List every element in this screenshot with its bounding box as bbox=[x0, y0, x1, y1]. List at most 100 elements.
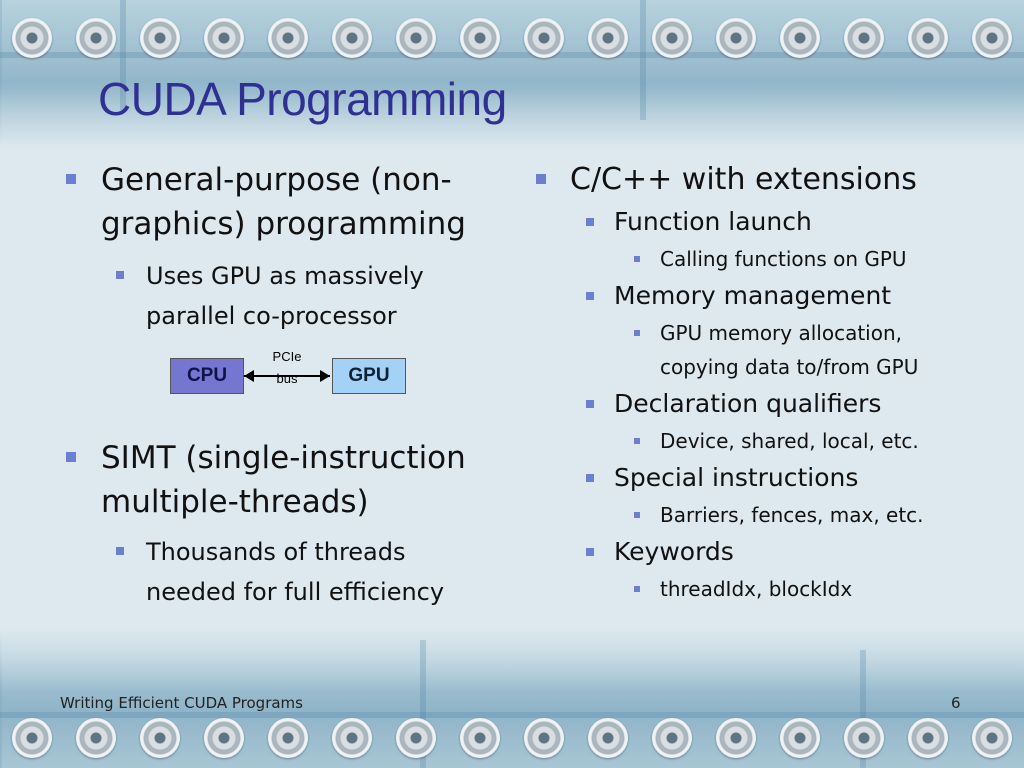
solder-pad-icon bbox=[12, 18, 52, 58]
sub-sub-bullet-line: GPU memory allocation, bbox=[660, 321, 903, 345]
solder-pad-icon bbox=[652, 718, 692, 758]
solder-pad-icon bbox=[76, 18, 116, 58]
solder-pad-icon bbox=[524, 718, 564, 758]
solder-pad-icon bbox=[780, 18, 820, 58]
bullet-line: C/C++ with extensions bbox=[570, 162, 917, 197]
arrow-right-icon bbox=[320, 370, 330, 382]
solder-pad-icon bbox=[76, 718, 116, 758]
sub-bullet-uses-gpu: Uses GPU as massively parallel co-proces… bbox=[62, 256, 512, 336]
sub-bullet-thousands-threads: Thousands of threads needed for full eff… bbox=[62, 532, 512, 612]
square-bullet-icon bbox=[66, 452, 76, 462]
sub-sub-bullet-line: Calling functions on GPU bbox=[660, 247, 907, 271]
sub-sub-bullet-line: copying data to/from GPU bbox=[660, 355, 919, 379]
cpu-gpu-diagram: CPU PCIe bus GPU bbox=[170, 350, 410, 394]
bullet-line: SIMT (single-instruction bbox=[101, 440, 466, 476]
solder-pad-icon bbox=[140, 18, 180, 58]
solder-pad-icon bbox=[908, 18, 948, 58]
solder-pad-icon bbox=[460, 18, 500, 58]
sub-bullet-memory-management: Memory management bbox=[532, 276, 1012, 316]
square-bullet-icon bbox=[634, 512, 640, 518]
sub-sub-bullet: Calling functions on GPU bbox=[532, 242, 1012, 276]
solder-pad-icon bbox=[588, 18, 628, 58]
sub-sub-bullet: Device, shared, local, etc. bbox=[532, 424, 1012, 458]
solder-pad-icon bbox=[972, 718, 1012, 758]
square-bullet-icon bbox=[634, 438, 640, 444]
sub-bullet-line: Declaration qualifiers bbox=[614, 389, 882, 418]
bullet-line: graphics) programming bbox=[101, 206, 466, 242]
solder-pad-icon bbox=[268, 18, 308, 58]
pcie-bus-line bbox=[244, 375, 330, 377]
square-bullet-icon bbox=[634, 586, 640, 592]
square-bullet-icon bbox=[66, 174, 76, 184]
square-bullet-icon bbox=[116, 271, 124, 279]
square-bullet-icon bbox=[586, 474, 594, 482]
square-bullet-icon bbox=[586, 292, 594, 300]
sub-bullet-line: Memory management bbox=[614, 281, 892, 310]
solder-pad-icon bbox=[972, 18, 1012, 58]
solder-pad-row-top bbox=[0, 10, 1024, 66]
left-column: General-purpose (non- graphics) programm… bbox=[62, 158, 512, 612]
solder-pad-icon bbox=[716, 18, 756, 58]
bullet-general-purpose: General-purpose (non- graphics) programm… bbox=[62, 158, 512, 246]
arrow-left-icon bbox=[244, 370, 254, 382]
solder-pad-icon bbox=[268, 718, 308, 758]
solder-pad-icon bbox=[652, 18, 692, 58]
bullet-simt: SIMT (single-instruction multiple-thread… bbox=[62, 436, 512, 524]
solder-pad-icon bbox=[780, 718, 820, 758]
solder-pad-icon bbox=[204, 718, 244, 758]
sub-bullet-line: parallel co-processor bbox=[146, 302, 397, 330]
solder-pad-icon bbox=[332, 18, 372, 58]
right-column: C/C++ with extensions Function launch Ca… bbox=[532, 158, 1012, 606]
sub-sub-bullet: threadIdx, blockIdx bbox=[532, 572, 1012, 606]
solder-pad-icon bbox=[396, 18, 436, 58]
gpu-box: GPU bbox=[332, 358, 406, 394]
solder-pad-icon bbox=[396, 718, 436, 758]
solder-pad-icon bbox=[844, 18, 884, 58]
circuit-trace bbox=[860, 650, 866, 768]
sub-bullet-special-instructions: Special instructions bbox=[532, 458, 1012, 498]
slide-number: 6 bbox=[951, 694, 961, 712]
square-bullet-icon bbox=[586, 218, 594, 226]
square-bullet-icon bbox=[586, 400, 594, 408]
sub-sub-bullet: Barriers, fences, max, etc. bbox=[532, 498, 1012, 532]
bus-label: bus bbox=[276, 371, 298, 386]
solder-pad-icon bbox=[524, 18, 564, 58]
square-bullet-icon bbox=[586, 548, 594, 556]
solder-pad-icon bbox=[140, 718, 180, 758]
sub-bullet-function-launch: Function launch bbox=[532, 202, 1012, 242]
sub-bullet-line: needed for full efficiency bbox=[146, 578, 445, 606]
slide-title: CUDA Programming bbox=[98, 73, 507, 125]
solder-pad-icon bbox=[588, 718, 628, 758]
sub-bullet-declaration-qualifiers: Declaration qualifiers bbox=[532, 384, 1012, 424]
sub-bullet-line: Function launch bbox=[614, 207, 812, 236]
circuit-trace bbox=[120, 0, 126, 110]
pcie-label: PCIe bbox=[272, 349, 302, 364]
solder-pad-icon bbox=[12, 718, 52, 758]
circuit-trace bbox=[420, 640, 426, 768]
solder-pad-icon bbox=[460, 718, 500, 758]
footer-presentation-title: Writing Efficient CUDA Programs bbox=[60, 694, 303, 712]
bullet-line: General-purpose (non- bbox=[101, 162, 452, 198]
circuit-trace bbox=[0, 712, 1024, 718]
pcie-bus-label: PCIe bus bbox=[262, 350, 312, 386]
sub-sub-bullet: GPU memory allocation, copying data to/f… bbox=[532, 316, 1012, 384]
circuit-trace bbox=[0, 52, 1024, 58]
solder-pad-row-bottom bbox=[0, 710, 1024, 766]
sub-sub-bullet-line: threadIdx, blockIdx bbox=[660, 577, 853, 601]
square-bullet-icon bbox=[116, 547, 124, 555]
bullet-list: General-purpose (non- graphics) programm… bbox=[62, 158, 512, 612]
solder-pad-icon bbox=[844, 718, 884, 758]
square-bullet-icon bbox=[634, 330, 640, 336]
square-bullet-icon bbox=[634, 256, 640, 262]
solder-pad-icon bbox=[908, 718, 948, 758]
sub-bullet-keywords: Keywords bbox=[532, 532, 1012, 572]
bullet-list: C/C++ with extensions Function launch Ca… bbox=[532, 158, 1012, 606]
sub-sub-bullet-line: Barriers, fences, max, etc. bbox=[660, 503, 924, 527]
solder-pad-icon bbox=[332, 718, 372, 758]
sub-bullet-line: Uses GPU as massively bbox=[146, 262, 424, 290]
circuit-trace bbox=[640, 0, 646, 120]
cpu-box: CPU bbox=[170, 358, 244, 394]
solder-pad-icon bbox=[204, 18, 244, 58]
square-bullet-icon bbox=[536, 174, 546, 184]
